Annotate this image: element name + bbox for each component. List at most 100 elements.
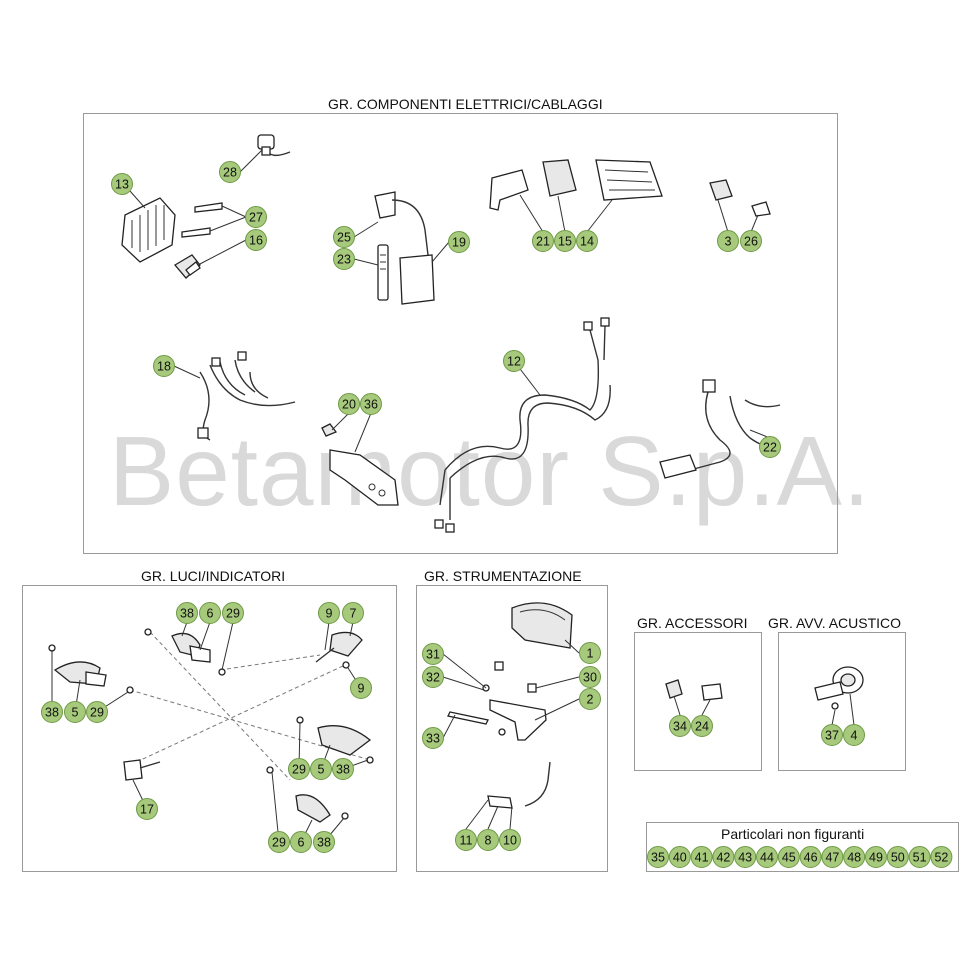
lights-indicator-drawings xyxy=(48,628,374,823)
horn-callout: 37 xyxy=(821,724,843,746)
callout-number: 33 xyxy=(426,732,440,746)
callout-number: 29 xyxy=(292,763,306,777)
not-shown-callout: 46 xyxy=(799,846,822,868)
electrical-callout: 26 xyxy=(740,230,762,252)
callout-circle xyxy=(668,846,691,868)
callout-number: 14 xyxy=(580,235,594,249)
callout-circle xyxy=(422,643,444,665)
callout-number: 20 xyxy=(342,398,356,412)
part-36-bracket-drawing xyxy=(321,423,399,506)
callout-number: 36 xyxy=(364,398,378,412)
callout-circle xyxy=(579,642,601,664)
instruments-callout: 30 xyxy=(579,666,601,688)
callout-circle xyxy=(86,701,108,723)
callout-circle xyxy=(290,831,312,853)
not-shown-callout: 35 xyxy=(647,846,669,868)
callout-circle xyxy=(222,602,244,624)
electrical-callout: 27 xyxy=(245,206,267,228)
callout-circle xyxy=(318,602,340,624)
callout-number: 50 xyxy=(891,851,905,865)
callout-circle xyxy=(669,715,691,737)
instruments-leader-lines xyxy=(442,639,580,830)
callout-circle xyxy=(865,846,887,868)
lights-callout: 38 xyxy=(176,602,198,624)
callout-number: 24 xyxy=(695,720,709,734)
callout-circle xyxy=(448,231,470,253)
instruments-callout: 8 xyxy=(477,829,499,851)
lights-dashed-guides xyxy=(129,631,371,781)
callout-number: 9 xyxy=(358,682,365,696)
not-shown-callout: 52 xyxy=(930,846,953,868)
callout-number: 42 xyxy=(716,851,730,865)
callout-number: 23 xyxy=(337,253,351,267)
callout-number: 4 xyxy=(851,729,858,743)
lights-callout: 9 xyxy=(350,677,372,699)
electrical-callout: 15 xyxy=(554,230,576,252)
lights-callout: 29 xyxy=(86,701,108,723)
panel-horn-title: GR. AVV. ACUSTICO xyxy=(768,615,902,631)
electrical-callout: 25 xyxy=(333,226,355,248)
callout-circle xyxy=(843,846,866,868)
callout-number: 16 xyxy=(249,234,263,248)
instruments-drawings xyxy=(447,602,573,809)
not-shown-callout: 51 xyxy=(908,846,931,868)
instruments-callout: 2 xyxy=(579,688,601,710)
callout-number: 18 xyxy=(157,360,171,374)
callout-number: 29 xyxy=(226,607,240,621)
callout-number: 28 xyxy=(223,166,237,180)
electrical-callout: 16 xyxy=(245,229,267,251)
panel-instruments xyxy=(416,585,608,872)
part-16-sensor-drawing xyxy=(174,254,201,279)
callout-number: 11 xyxy=(460,834,473,848)
not-shown-callout: 47 xyxy=(821,846,844,868)
electrical-callout: 28 xyxy=(219,161,241,183)
callout-number: 19 xyxy=(452,236,466,250)
callout-circle xyxy=(690,846,713,868)
callout-circle xyxy=(245,229,267,251)
part-27-screws-drawing xyxy=(181,202,223,238)
electrical-callout: 21 xyxy=(532,230,554,252)
lights-callout: 38 xyxy=(41,701,63,723)
instruments-callout: 31 xyxy=(422,643,444,665)
callout-number: 49 xyxy=(869,851,883,865)
callout-circle xyxy=(759,436,781,458)
callout-number: 29 xyxy=(90,706,104,720)
horn-drawings xyxy=(814,666,864,726)
not-shown-callout: 45 xyxy=(777,846,800,868)
callout-number: 38 xyxy=(180,607,194,621)
callout-number: 38 xyxy=(336,763,350,777)
callout-number: 30 xyxy=(583,671,597,685)
callout-number: 32 xyxy=(426,671,440,685)
callout-circle xyxy=(310,758,332,780)
callout-circle xyxy=(342,602,364,624)
not-shown-callout: 42 xyxy=(712,846,735,868)
panel-instruments-title: GR. STRUMENTAZIONE xyxy=(424,568,582,584)
lights-callout: 38 xyxy=(313,831,335,853)
panel-not-shown xyxy=(646,822,959,872)
callout-number: 15 xyxy=(558,235,572,249)
part-13-regulator-drawing xyxy=(121,197,176,263)
callout-circle xyxy=(338,393,360,415)
electrical-callout: 19 xyxy=(448,231,470,253)
callout-number: 44 xyxy=(760,851,774,865)
not-shown-callout: 43 xyxy=(734,846,757,868)
callout-circle xyxy=(199,602,221,624)
callout-number: 6 xyxy=(298,836,305,850)
callout-number: 13 xyxy=(115,178,129,192)
callout-circle xyxy=(41,701,63,723)
lights-callout: 5 xyxy=(310,758,332,780)
callout-number: 48 xyxy=(847,851,861,865)
not-shown-callout: 44 xyxy=(756,846,778,868)
callout-circle xyxy=(136,798,158,820)
lights-callout: 6 xyxy=(290,831,312,853)
instruments-callout: 11 xyxy=(455,829,477,851)
part-14-ecu-drawing xyxy=(489,159,663,211)
lights-callout: 7 xyxy=(342,602,364,624)
part-28-switch-drawing xyxy=(257,134,291,157)
callout-circle xyxy=(576,230,598,252)
callout-number: 45 xyxy=(782,851,796,865)
callout-circle xyxy=(219,161,241,183)
instruments-callout: 1 xyxy=(579,642,601,664)
part-22-harness-drawing xyxy=(659,379,781,479)
